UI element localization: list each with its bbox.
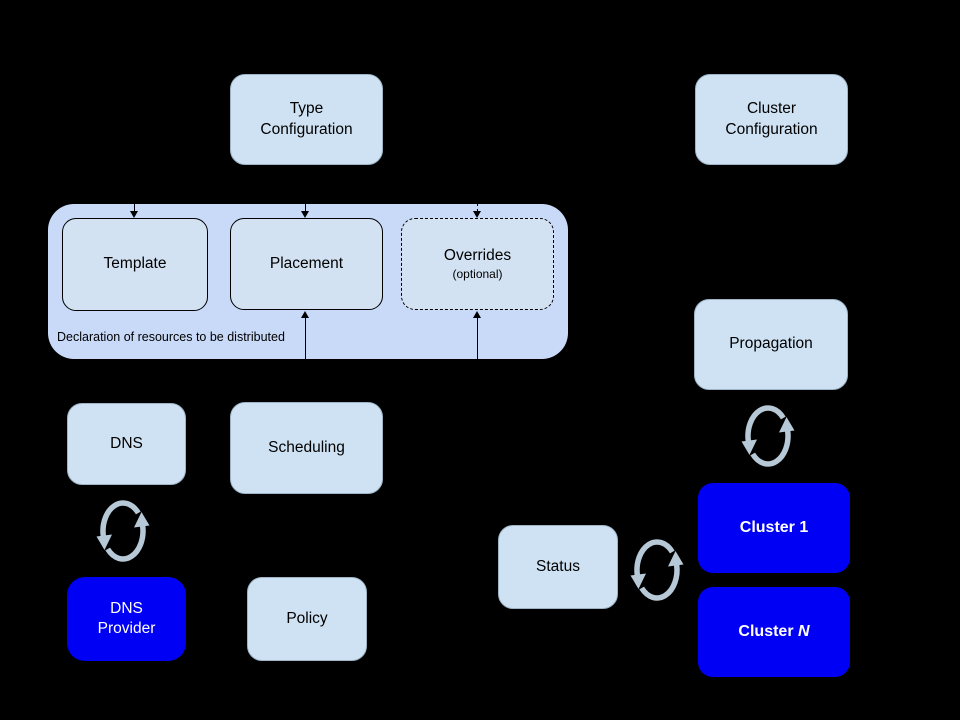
node-overrides: Overrides (optional) <box>401 218 554 310</box>
node-label: Propagation <box>729 335 813 353</box>
node-template: Template <box>62 218 208 311</box>
node-policy: Policy <box>247 577 367 661</box>
node-propagation: Propagation <box>694 299 848 390</box>
node-label: Policy <box>286 609 328 627</box>
connector-line <box>305 204 306 212</box>
node-placement: Placement <box>230 218 383 310</box>
node-label: Type Configuration <box>260 100 353 138</box>
sync-icon-status <box>630 539 684 601</box>
node-dns: DNS <box>67 403 186 485</box>
node-label: DNS Provider <box>97 599 156 637</box>
node-dns-provider: DNS Provider <box>67 577 186 661</box>
sync-icon-dns <box>96 500 150 562</box>
node-label: Scheduling <box>268 438 345 456</box>
arrow-down-into-template <box>130 211 138 218</box>
arrow-down-into-placement <box>301 211 309 218</box>
node-label: Cluster N <box>738 622 809 643</box>
connector-line <box>305 318 306 359</box>
node-label: DNS <box>110 434 143 452</box>
node-type-configuration: Type Configuration <box>230 74 383 165</box>
connector-line <box>477 318 478 359</box>
arrow-down-into-overrides <box>473 211 481 218</box>
node-label: Placement <box>269 254 344 272</box>
node-label: Status <box>536 557 580 575</box>
connector-line-dashed <box>477 203 478 212</box>
node-label: Cluster 1 <box>739 518 809 536</box>
node-cluster-configuration: Cluster Configuration <box>695 74 848 165</box>
node-scheduling: Scheduling <box>230 402 383 494</box>
node-status: Status <box>498 525 618 609</box>
node-label: Template <box>103 255 167 273</box>
cluster-n-suffix: N <box>798 622 810 640</box>
node-cluster-n: Cluster N <box>698 587 850 677</box>
arrow-up-into-overrides <box>473 311 481 318</box>
connector-line <box>134 204 135 212</box>
node-label: Overrides <box>443 246 512 264</box>
node-label: Cluster Configuration <box>725 100 818 138</box>
group-note: Declaration of resources to be distribut… <box>57 330 285 344</box>
arrow-up-into-placement <box>301 311 309 318</box>
sync-icon-propagation <box>741 405 795 467</box>
node-sublabel: (optional) <box>452 266 503 281</box>
node-cluster-1: Cluster 1 <box>698 483 850 573</box>
cluster-n-prefix: Cluster <box>738 622 794 640</box>
